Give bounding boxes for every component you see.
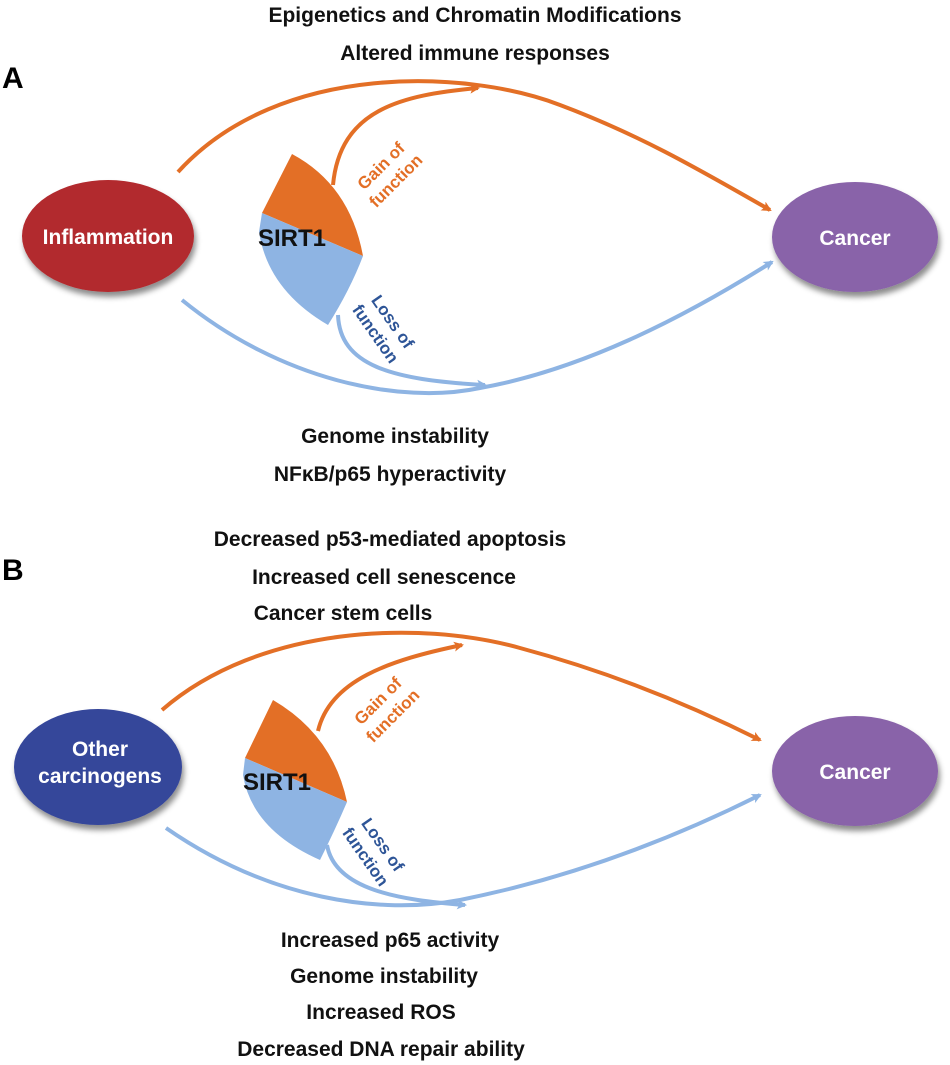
panel-b: B Decreased p53-mediated apoptosis Incre… <box>2 528 938 1061</box>
bottom-effect: NFκB/p65 hyperactivity <box>274 463 507 486</box>
loss-pathway-arrow <box>164 793 762 908</box>
bottom-effect: Genome instability <box>301 425 489 448</box>
bottom-effect: Decreased DNA repair ability <box>237 1038 525 1061</box>
node-label: Other <box>72 738 128 761</box>
gain-of-function-arrow <box>316 641 464 732</box>
node-label: carcinogens <box>38 765 162 788</box>
node-label: Cancer <box>819 761 890 784</box>
gain-of-function-label: Gain of function <box>354 138 427 211</box>
cancer-node: Cancer <box>772 182 938 292</box>
gain-of-function-label: Gain of function <box>351 673 424 746</box>
loss-of-function-arrow <box>325 844 467 910</box>
loss-pathway-arrow <box>180 260 774 396</box>
inflammation-node: Inflammation <box>22 180 194 292</box>
node-label: Cancer <box>819 227 890 250</box>
top-effect: Epigenetics and Chromatin Modifications <box>268 4 681 27</box>
sirt1-loss-segment <box>243 758 347 860</box>
cancer-node: Cancer <box>772 716 938 826</box>
top-effect: Increased cell senescence <box>252 566 516 589</box>
panel-label: A <box>2 62 24 95</box>
bottom-effect: Increased ROS <box>306 1001 455 1024</box>
sirt1-gain-segment <box>262 154 363 256</box>
loss-of-function-arrow <box>336 314 487 390</box>
sirt1-gain-segment <box>245 700 347 802</box>
other-carcinogens-node: Other carcinogens <box>14 709 182 825</box>
sirt1-shape: SIRT1 <box>243 700 347 860</box>
sirt1-label: SIRT1 <box>243 769 311 796</box>
panel-label: B <box>2 554 24 587</box>
sirt1-shape: SIRT1 <box>258 154 363 325</box>
gain-of-function-arrow <box>331 83 480 186</box>
gain-pathway-arrow <box>160 630 762 742</box>
bottom-effect: Increased p65 activity <box>281 929 500 952</box>
node-label: Inflammation <box>43 226 174 249</box>
sirt1-loss-segment <box>259 213 363 325</box>
sirt1-label: SIRT1 <box>258 225 326 252</box>
panel-a: A Epigenetics and Chromatin Modification… <box>2 4 938 486</box>
top-effect: Decreased p53-mediated apoptosis <box>214 528 566 551</box>
top-effect: Cancer stem cells <box>254 602 433 625</box>
gain-pathway-arrow <box>176 79 772 212</box>
top-effect: Altered immune responses <box>340 42 610 65</box>
bottom-effect: Genome instability <box>290 965 478 988</box>
